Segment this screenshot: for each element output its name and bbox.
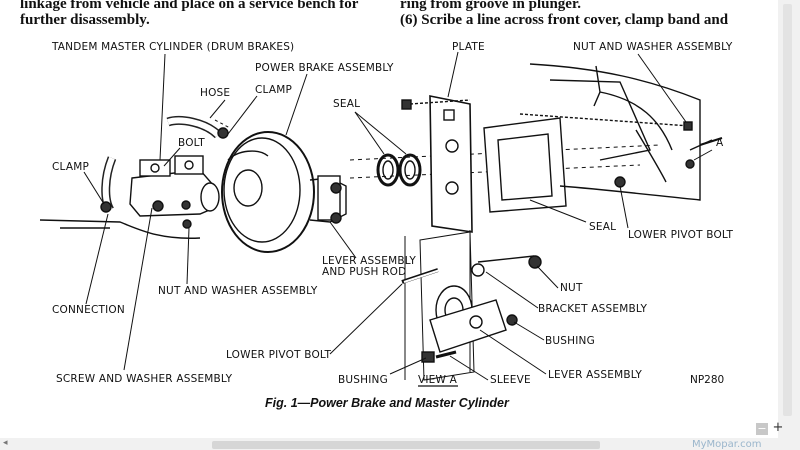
document-page: linkage from vehicle and place on a serv… <box>20 0 734 410</box>
site-watermark: MyMopar.com <box>692 439 762 450</box>
label-seal-top: SEAL <box>333 98 361 110</box>
label-bolt: BOLT <box>178 137 205 149</box>
vertical-scroll-thumb[interactable] <box>783 4 792 416</box>
label-nut: NUT <box>560 282 583 294</box>
label-seal-right: SEAL <box>589 221 617 233</box>
label-lever-assembly: LEVER ASSEMBLY <box>548 369 643 381</box>
zoom-out-button[interactable]: − <box>756 422 768 435</box>
header-left-line2: further disassembly. <box>20 12 150 28</box>
label-lever-assembly-push-rod-2: AND PUSH ROD <box>322 266 407 278</box>
label-lever-assembly-push-rod-1: LEVER ASSEMBLY <box>322 255 417 267</box>
label-tandem-master-cylinder: TANDEM MASTER CYLINDER (DRUM BRAKES) <box>52 41 295 53</box>
header-right-line2: (6) Scribe a line across front cover, cl… <box>400 12 729 28</box>
figure-code: NP280 <box>690 374 725 386</box>
label-plate: PLATE <box>452 41 485 53</box>
figure-caption: Fig. 1—Power Brake and Master Cylinder <box>265 396 509 410</box>
label-nut-washer-mid: NUT AND WASHER ASSEMBLY <box>158 285 318 297</box>
horizontal-scroll-thumb[interactable] <box>212 441 600 449</box>
label-power-brake-assembly: POWER BRAKE ASSEMBLY <box>255 62 394 74</box>
label-connection: CONNECTION <box>52 304 125 316</box>
label-a: A <box>716 137 724 149</box>
label-clamp-left: CLAMP <box>52 161 89 173</box>
label-lower-pivot-bolt-right: LOWER PIVOT BOLT <box>628 229 734 241</box>
label-bushing-left: BUSHING <box>338 374 388 386</box>
label-lower-pivot-bolt-left: LOWER PIVOT BOLT <box>226 349 332 361</box>
label-hose: HOSE <box>200 87 231 99</box>
brake-illustration <box>39 51 723 387</box>
label-nut-washer-top: NUT AND WASHER ASSEMBLY <box>573 41 733 53</box>
label-bushing-right: BUSHING <box>545 335 595 347</box>
scroll-left-arrow-icon[interactable]: ◂ <box>3 438 8 448</box>
label-clamp-top: CLAMP <box>255 84 292 96</box>
header-right-line1: ring from groove in plunger. <box>400 0 581 12</box>
header-left-line1: linkage from vehicle and place on a serv… <box>20 0 359 12</box>
zoom-in-button[interactable]: + <box>772 420 784 435</box>
label-bracket-assembly: BRACKET ASSEMBLY <box>538 303 648 315</box>
label-screw-washer: SCREW AND WASHER ASSEMBLY <box>56 373 233 385</box>
label-view-a: VIEW A <box>418 374 458 386</box>
label-sleeve: SLEEVE <box>490 374 531 386</box>
